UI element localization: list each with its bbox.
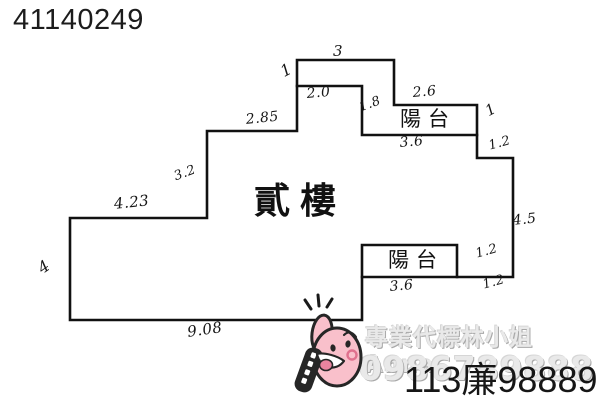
thumbs-up-hand-icon (294, 293, 363, 393)
floor-label: 貳樓 (254, 180, 347, 222)
plan-lower-balcony-wall (360, 243, 459, 279)
watermark-phone: 0986789888 (359, 349, 594, 388)
right-eye (345, 340, 351, 348)
blush (346, 349, 358, 361)
tongue (318, 358, 334, 372)
cuff (294, 347, 323, 393)
lower-balcony-label: 陽台 (388, 248, 444, 272)
dim-left-mid-width: 4.23 (113, 191, 151, 213)
emphasis-marks-icon (303, 293, 334, 311)
knuckle-line (342, 331, 358, 339)
plan-inner-wall-upper (295, 84, 479, 137)
dim-top-width: 3 (333, 42, 344, 60)
left-eye (330, 344, 336, 352)
dim-inner-width: 2.0 (306, 83, 332, 102)
dim-upper-balcony-top: 2.6 (412, 82, 438, 101)
case-id: 41140249 (13, 4, 144, 36)
dim-right-height: 4.5 (512, 210, 538, 229)
dim-upper-balcony-bottom: 3.6 (399, 132, 425, 151)
dim-lower-balcony-bottom: 3.6 (389, 276, 415, 295)
case-number: 113廉98889 (404, 359, 598, 400)
watermark-agent-name: 專業代標林小姐Anna (365, 325, 533, 378)
upper-balcony-label: 陽台 (400, 107, 456, 131)
